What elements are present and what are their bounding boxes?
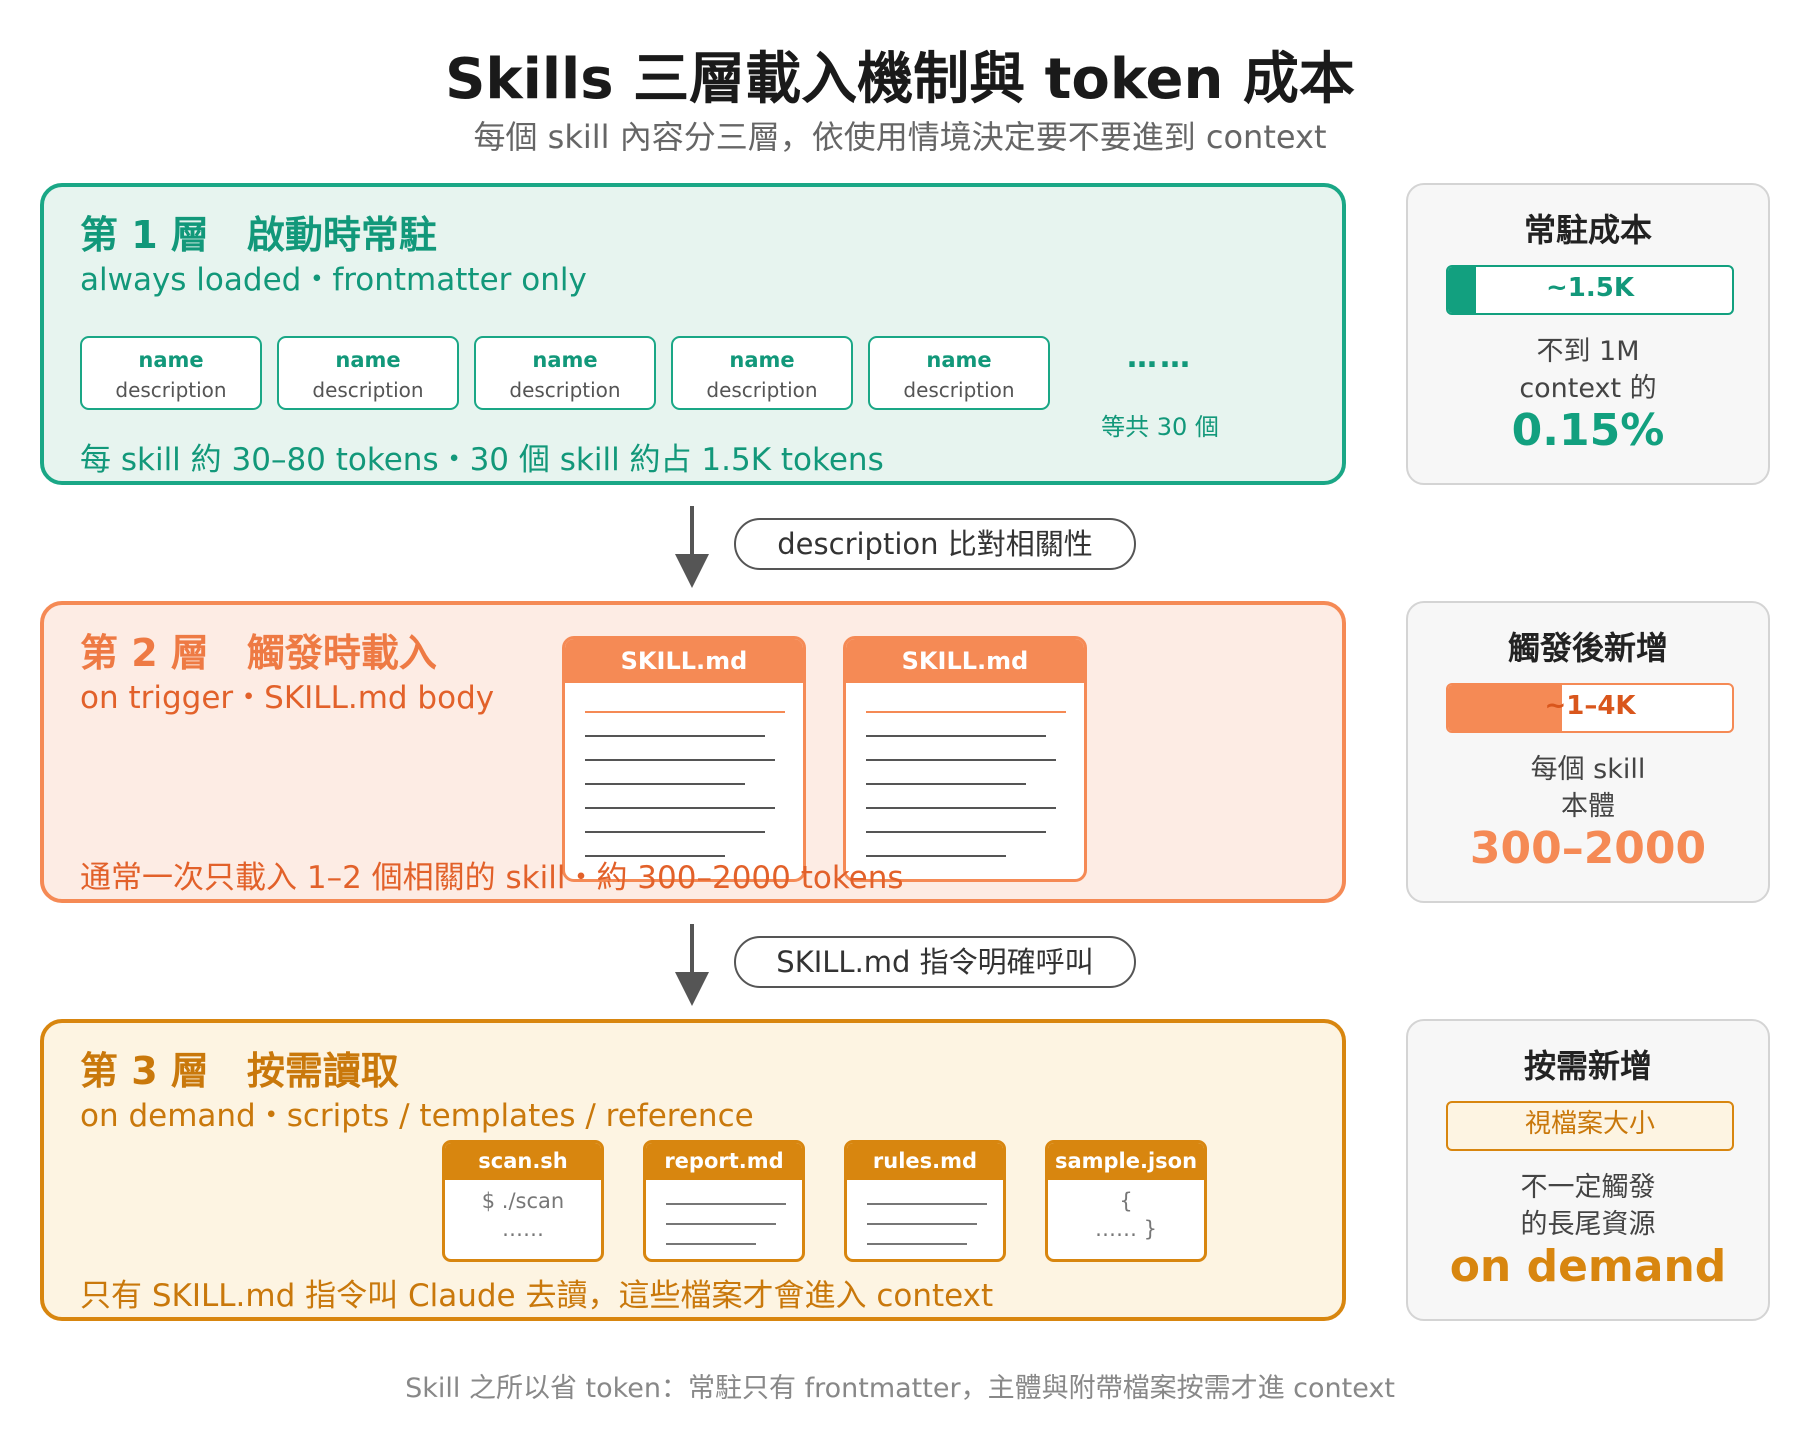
document-line (585, 855, 725, 857)
side-note-line: context 的 (1519, 373, 1657, 404)
document-line (866, 783, 1026, 785)
layer-2-subheading: on trigger・SKILL.md body (80, 680, 495, 716)
layer-2-heading: 第 2 層 觸發時載入 (80, 631, 437, 675)
skill-md-document: SKILL.md (843, 636, 1087, 882)
side-note-line: 的長尾資源 (1520, 1209, 1656, 1240)
file-name: scan.sh (445, 1143, 601, 1180)
file-content-line: { (1119, 1189, 1133, 1213)
side-panel-value: on demand (1449, 1241, 1727, 1292)
chip-description: description (115, 378, 227, 402)
file-line (867, 1223, 977, 1225)
down-arrow-icon (675, 924, 709, 1006)
frontmatter-chip: name description (80, 336, 262, 410)
document-line (585, 807, 775, 809)
file-name: report.md (646, 1143, 802, 1180)
file-content-line: …… } (1094, 1217, 1158, 1241)
file-card-scan-sh: scan.sh $ ./scan …… (442, 1140, 604, 1262)
layer-1-footer: 每 skill 約 30–80 tokens・30 個 skill 約占 1.5… (80, 442, 884, 478)
side-note-line: 不到 1M (1536, 336, 1640, 367)
layer-2-footer: 通常一次只載入 1–2 個相關的 skill・約 300–2000 tokens (80, 860, 904, 896)
side-panel-note: 每個 skill 本體 (1408, 751, 1768, 825)
document-line (866, 831, 1046, 833)
side-panel-note: 不一定觸發 的長尾資源 (1408, 1169, 1768, 1243)
file-name: rules.md (847, 1143, 1003, 1180)
file-line (867, 1203, 987, 1205)
side-panel-note: 不到 1M context 的 (1408, 333, 1768, 407)
document-line (585, 783, 745, 785)
page-title: Skills 三層載入機制與 token 成本 (445, 47, 1355, 112)
cost-bar-fill (1448, 685, 1562, 731)
layer-1-subheading: always loaded・frontmatter only (80, 262, 587, 298)
document-line (585, 759, 775, 761)
chip-description: description (903, 378, 1015, 402)
cost-bar: ~1.5K (1446, 265, 1734, 315)
file-line (666, 1203, 786, 1205)
file-card-sample-json: sample.json { …… } (1045, 1140, 1207, 1262)
chip-description: description (509, 378, 621, 402)
side-panel-title: 常駐成本 (1523, 211, 1652, 249)
side-panel-resident-cost: 常駐成本 ~1.5K 不到 1M context 的 0.15% (1406, 183, 1770, 485)
cost-bar-label: ~1.5K (1546, 273, 1634, 303)
frontmatter-chip: name description (474, 336, 656, 410)
chip-name: name (926, 348, 992, 372)
side-panel-title: 按需新增 (1523, 1047, 1652, 1085)
file-line (666, 1223, 776, 1225)
file-line (867, 1243, 967, 1245)
document-line (866, 711, 1066, 713)
side-panel-on-demand-cost: 按需新增 視檔案大小 不一定觸發 的長尾資源 on demand (1406, 1019, 1770, 1321)
document-line (866, 759, 1056, 761)
document-line (866, 855, 1006, 857)
frontmatter-chip: name description (868, 336, 1050, 410)
chip-name: name (335, 348, 401, 372)
cost-bar-fill (1448, 267, 1477, 313)
frontmatter-chip: name description (671, 336, 853, 410)
skill-md-document: SKILL.md (562, 636, 806, 882)
page-subtitle: 每個 skill 內容分三層，依使用情境決定要不要進到 context (473, 118, 1327, 156)
side-panel-title: 觸發後新增 (1507, 629, 1668, 667)
chip-name: name (532, 348, 598, 372)
layer-1-panel (40, 183, 1346, 485)
side-note-line: 每個 skill (1530, 754, 1646, 785)
cost-bar: 視檔案大小 (1446, 1101, 1734, 1151)
cost-bar-label: ~1–4K (1544, 691, 1636, 721)
document-line (866, 735, 1046, 737)
side-panel-value: 0.15% (1511, 405, 1665, 456)
chip-name: name (729, 348, 795, 372)
cost-bar: ~1–4K (1446, 683, 1734, 733)
file-name: sample.json (1048, 1143, 1204, 1180)
document-line (585, 735, 765, 737)
document-line (585, 711, 785, 713)
file-line (666, 1243, 756, 1245)
file-content-line: …… (502, 1217, 544, 1241)
layer-3-subheading: on demand・scripts / templates / referenc… (80, 1098, 754, 1134)
more-ellipsis: …… (1127, 340, 1193, 375)
chip-name: name (138, 348, 204, 372)
document-title: SKILL.md (565, 639, 803, 683)
frontmatter-chip: name description (277, 336, 459, 410)
arrow-2-label: SKILL.md 指令明確呼叫 (734, 936, 1136, 988)
document-title: SKILL.md (846, 639, 1084, 683)
document-line (585, 831, 765, 833)
side-panel-value: 300–2000 (1469, 823, 1707, 874)
file-card-rules-md: rules.md (844, 1140, 1006, 1262)
down-arrow-icon (675, 506, 709, 588)
total-count-note: 等共 30 個 (1101, 413, 1219, 441)
file-content-line: $ ./scan (481, 1189, 565, 1213)
cost-bar-label: 視檔案大小 (1524, 1109, 1655, 1139)
chip-description: description (706, 378, 818, 402)
side-panel-trigger-cost: 觸發後新增 ~1–4K 每個 skill 本體 300–2000 (1406, 601, 1770, 903)
side-note-line: 本體 (1561, 791, 1615, 822)
layer-1-heading: 第 1 層 啟動時常駐 (80, 213, 437, 257)
document-line (866, 807, 1056, 809)
file-card-report-md: report.md (643, 1140, 805, 1262)
page-footer: Skill 之所以省 token：常駐只有 frontmatter，主體與附帶檔… (405, 1373, 1395, 1404)
chip-description: description (312, 378, 424, 402)
layer-3-heading: 第 3 層 按需讀取 (80, 1049, 399, 1093)
arrow-1-label: description 比對相關性 (734, 518, 1136, 570)
layer-3-footer: 只有 SKILL.md 指令叫 Claude 去讀，這些檔案才會進入 conte… (80, 1278, 994, 1314)
side-note-line: 不一定觸發 (1520, 1172, 1656, 1203)
